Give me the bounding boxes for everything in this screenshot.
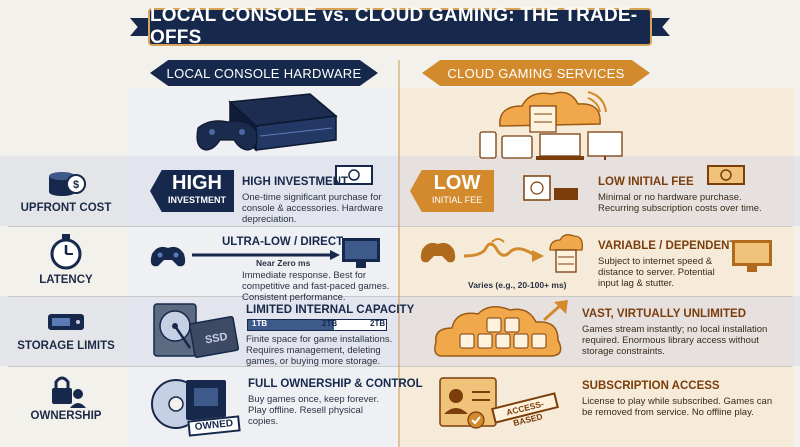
row-band-upfront-cost bbox=[0, 156, 800, 226]
owner-lock-icon bbox=[52, 376, 86, 408]
hdd-ssd-icon: SSD bbox=[153, 303, 240, 358]
direct-arrow-icon bbox=[192, 250, 340, 260]
cloud-ownership-heading: SUBSCRIPTION ACCESS bbox=[582, 380, 720, 392]
cloud-devices-icon bbox=[479, 91, 623, 160]
row-label-ownership: OWNERSHIP bbox=[30, 410, 102, 422]
capacity-label: 2TB bbox=[370, 319, 386, 328]
coin-stack-icon: $ bbox=[49, 172, 86, 196]
cloud-cost-body: Minimal or no hardware purchase. Recurri… bbox=[598, 192, 762, 214]
web-device-icon bbox=[523, 175, 578, 201]
row-divider bbox=[8, 366, 792, 367]
local-ownership-heading: FULL OWNERSHIP & CONTROL bbox=[248, 378, 423, 390]
tag-big-text: LOW bbox=[433, 172, 481, 194]
capacity-label: 2TB bbox=[322, 319, 338, 328]
storage-capacity-bar bbox=[247, 319, 387, 331]
local-latency-body: Immediate response. Best for competitive… bbox=[242, 270, 390, 303]
row-band-storage bbox=[0, 296, 800, 366]
tag-small-text: INITIAL FEE bbox=[431, 195, 483, 205]
tag-small-text: INVESTMENT bbox=[167, 195, 226, 205]
page-title: LOCAL CONSOLE vs. CLOUD GAMING: THE TRAD… bbox=[150, 5, 638, 48]
license-card-icon bbox=[439, 377, 497, 429]
column-header-local: LOCAL CONSOLE HARDWARE bbox=[150, 60, 378, 86]
gamepad-icon bbox=[150, 246, 186, 267]
local-ownership-body: Buy games once, keep forever. Play offli… bbox=[248, 394, 379, 427]
cash-icon bbox=[335, 165, 373, 185]
local-latency-heading: ULTRA-LOW / DIRECT bbox=[222, 236, 344, 248]
gamepad-wifi-icon bbox=[420, 242, 456, 263]
cloud-storage-heading: VAST, VIRTUALLY UNLIMITED bbox=[582, 308, 746, 320]
cloud-latency-caption: Varies (e.g., 20-100+ ms) bbox=[468, 280, 567, 290]
cloud-ownership-body: License to play while subscribed. Games … bbox=[582, 396, 773, 418]
cloud-cost-heading: LOW INITIAL FEE bbox=[598, 176, 694, 188]
local-storage-heading: LIMITED INTERNAL CAPACITY bbox=[246, 304, 415, 316]
cloud-latency-body: Subject to internet speed & distance to … bbox=[598, 256, 715, 289]
row-label-storage: STORAGE LIMITS bbox=[17, 340, 115, 352]
monitor-icon bbox=[342, 238, 380, 268]
disc-case-icon bbox=[151, 379, 226, 429]
game-library-cloud-icon bbox=[434, 300, 568, 357]
row-label-latency: LATENCY bbox=[39, 274, 93, 286]
tag-high-investment: HIGH INVESTMENT bbox=[150, 170, 234, 212]
storage-capacity-fill bbox=[248, 320, 334, 330]
title-ribbon-right bbox=[648, 18, 670, 36]
row-divider bbox=[8, 226, 792, 227]
stopwatch-icon bbox=[50, 234, 82, 270]
capacity-label: 1TB bbox=[252, 319, 268, 328]
column-divider bbox=[398, 60, 400, 447]
monitor-icon bbox=[732, 240, 772, 272]
row-divider bbox=[8, 296, 792, 297]
variable-path-icon bbox=[463, 238, 544, 262]
local-cost-heading: HIGH INVESTMENT bbox=[242, 176, 349, 188]
column-header-cloud: CLOUD GAMING SERVICES bbox=[422, 60, 650, 86]
tag-low-initial-fee: LOW INITIAL FEE bbox=[410, 170, 494, 212]
cloud-server-icon bbox=[549, 234, 583, 273]
cloud-storage-body: Games stream instantly; no local install… bbox=[582, 324, 768, 357]
cash-icon bbox=[707, 165, 745, 185]
local-latency-caption: Near Zero ms bbox=[256, 258, 311, 268]
title-banner: LOCAL CONSOLE vs. CLOUD GAMING: THE TRAD… bbox=[148, 5, 652, 48]
local-storage-body: Finite space for game installations. Req… bbox=[246, 334, 393, 367]
local-cost-body: One-time significant purchase for consol… bbox=[242, 192, 383, 225]
tag-big-text: HIGH bbox=[172, 172, 222, 194]
svg-text:SSD: SSD bbox=[204, 331, 228, 347]
cloud-latency-heading: VARIABLE / DEPENDENT bbox=[598, 240, 737, 252]
title-ribbon-left bbox=[130, 18, 152, 36]
console-controller-icon bbox=[196, 93, 338, 152]
svg-text:$: $ bbox=[73, 179, 79, 191]
row-label-upfront-cost: UPFRONT COST bbox=[20, 202, 112, 214]
hard-drive-icon bbox=[48, 314, 84, 330]
